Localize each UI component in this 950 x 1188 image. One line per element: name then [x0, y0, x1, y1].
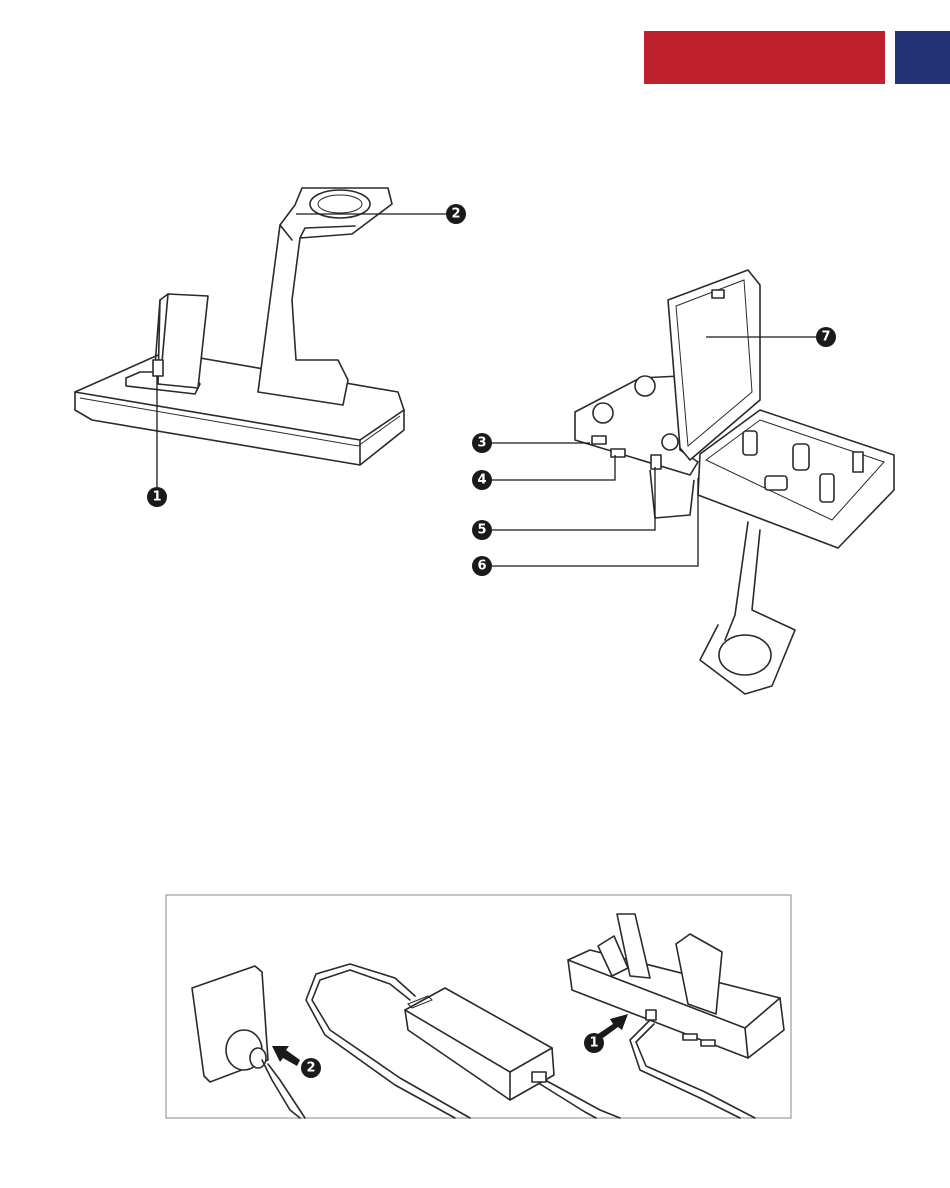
watch-puck [719, 635, 771, 675]
svg-text:7: 7 [821, 330, 830, 345]
usb-port-icon [611, 449, 625, 457]
usb-port-icon [683, 1034, 697, 1040]
callout-2-badge: 2 [446, 204, 466, 224]
power-adapter [405, 988, 554, 1100]
dock-assembled-figure [75, 188, 456, 497]
svg-text:4: 4 [477, 473, 486, 488]
callout-7-badge: 7 [816, 327, 836, 347]
power-plug [250, 1048, 266, 1068]
usb-port-icon [701, 1040, 715, 1046]
svg-text:2: 2 [451, 207, 460, 222]
dock-dc-port [646, 1010, 656, 1020]
connection-figure [192, 914, 784, 1118]
usb-port-icon [592, 436, 606, 444]
svg-text:1: 1 [152, 490, 161, 505]
callout-6-badge: 6 [472, 556, 492, 576]
watch-stand [258, 188, 392, 405]
step-1-arrow [598, 1014, 628, 1038]
dock-right-half [698, 410, 894, 548]
svg-text:5: 5 [477, 523, 486, 538]
step-2-badge: 2 [301, 1058, 321, 1078]
svg-text:3: 3 [477, 436, 486, 451]
dc-jack-icon [651, 455, 661, 469]
step-1-badge: 1 [584, 1033, 604, 1053]
step-2-arrow [272, 1046, 300, 1066]
svg-text:1: 1 [589, 1036, 598, 1051]
svg-text:2: 2 [306, 1061, 315, 1076]
svg-text:6: 6 [477, 559, 486, 574]
callout-1-badge: 1 [147, 487, 167, 507]
callout-3-badge: 3 [472, 433, 492, 453]
callout-4-badge: 4 [472, 470, 492, 490]
callout-5-badge: 5 [472, 520, 492, 540]
dock-base [75, 352, 404, 465]
